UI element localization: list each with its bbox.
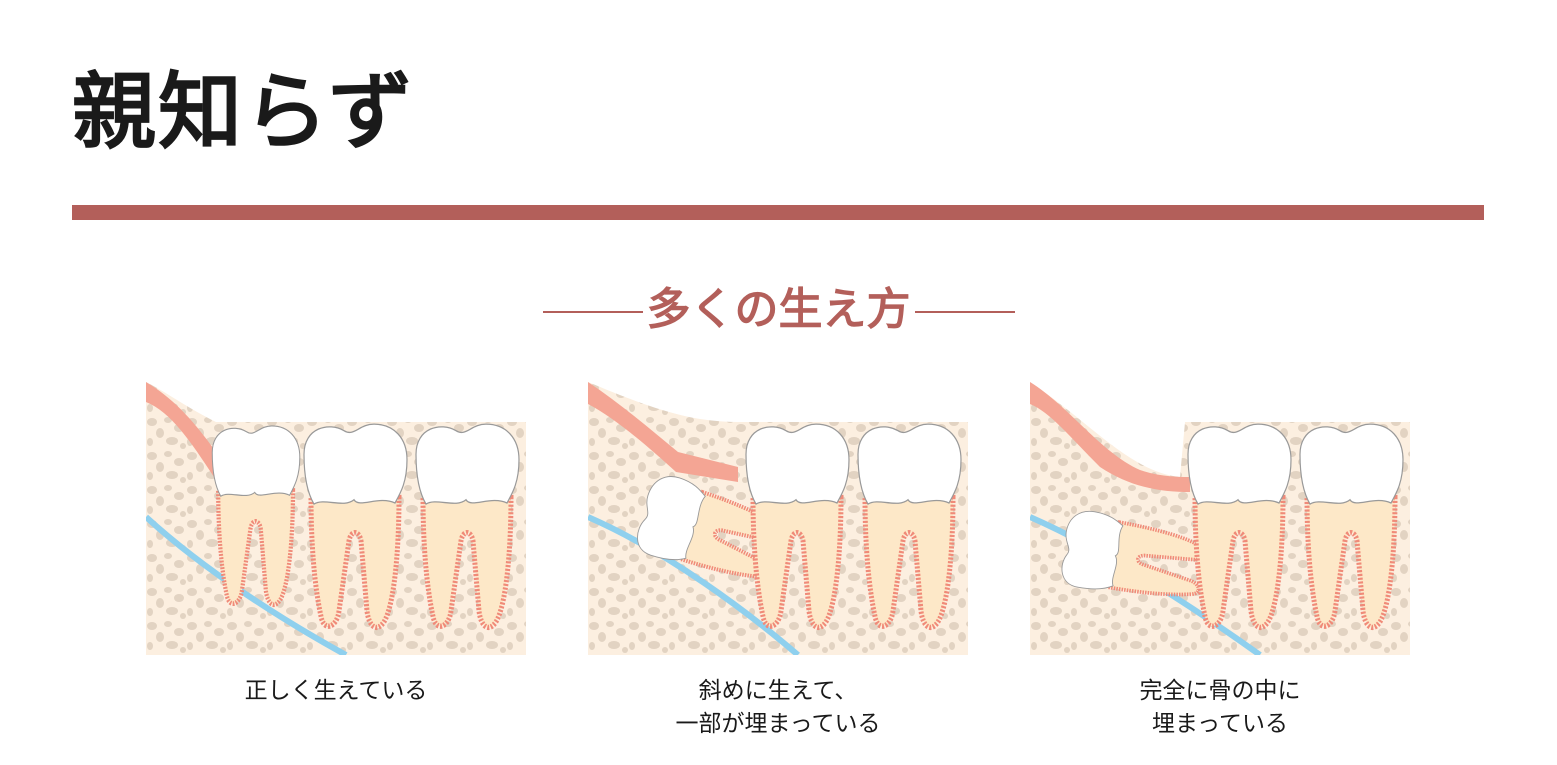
panel-caption: 正しく生えている xyxy=(146,675,526,708)
wisdom-tooth-upright-illustration xyxy=(146,382,526,655)
gum xyxy=(146,382,216,477)
nerve xyxy=(588,514,800,655)
caption-line: 正しく生えている xyxy=(244,678,428,704)
caption-line: 斜めに生えて、 xyxy=(698,678,858,704)
caption-line: 完全に骨の中に xyxy=(1139,678,1301,704)
section-heading-text: 多くの生え方 xyxy=(646,284,911,335)
section-heading: 多くの生え方 xyxy=(0,280,1557,340)
wisdom-tooth-impacted-illustration xyxy=(1030,382,1410,655)
panel-impacted: 完全に骨の中に 埋まっている xyxy=(1030,382,1410,741)
caption-line: 埋まっている xyxy=(1152,711,1288,737)
wisdom-tooth-tilted-illustration xyxy=(588,382,968,655)
page-title: 親知らず xyxy=(72,63,415,161)
panel-upright: 正しく生えている xyxy=(146,382,526,708)
gum xyxy=(1030,382,1190,492)
nerve xyxy=(146,514,348,655)
panel-caption: 斜めに生えて、 一部が埋まっている xyxy=(588,675,968,741)
gum xyxy=(588,382,738,482)
title-divider xyxy=(72,205,1484,220)
heading-line-left xyxy=(542,311,643,313)
caption-line: 一部が埋まっている xyxy=(675,711,881,737)
panel-tilted: 斜めに生えて、 一部が埋まっている xyxy=(588,382,968,741)
heading-line-right xyxy=(914,311,1015,313)
panel-caption: 完全に骨の中に 埋まっている xyxy=(1030,675,1410,741)
